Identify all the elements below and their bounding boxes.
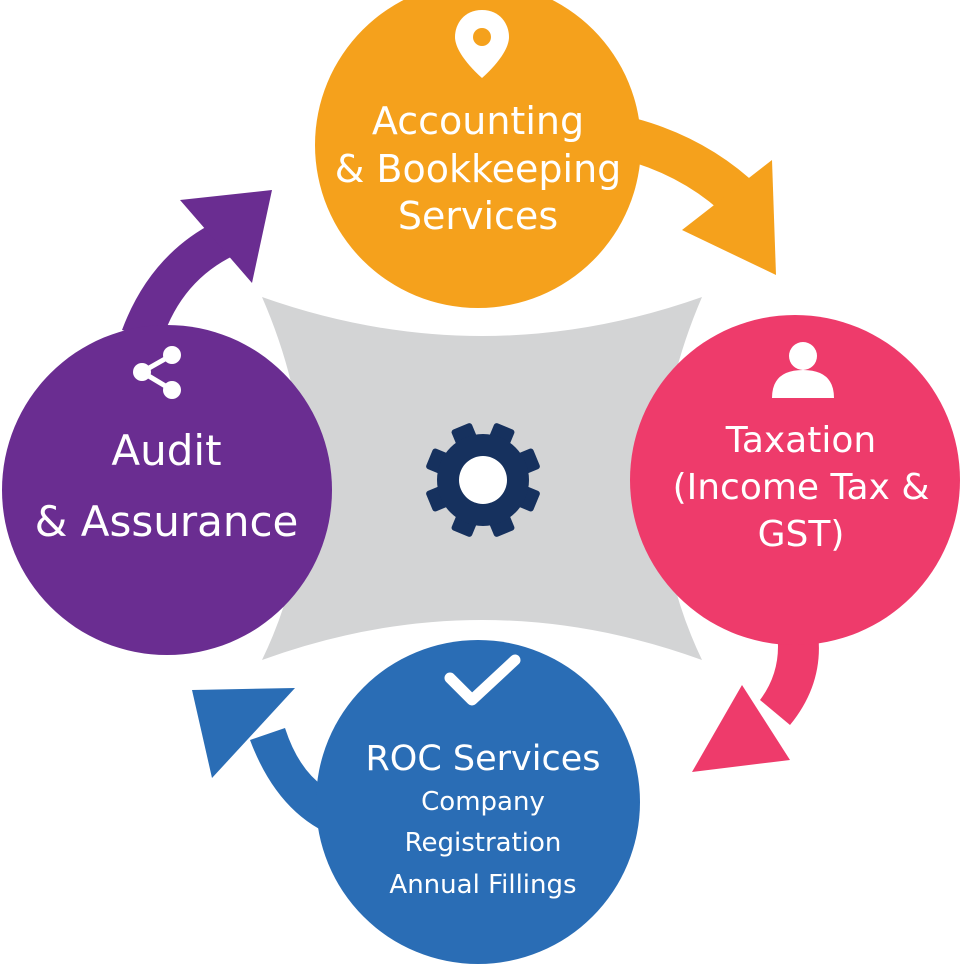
accounting-line-1: Accounting <box>371 99 585 143</box>
taxation-line-3: GST) <box>757 513 845 555</box>
accounting-line-3: Services <box>397 194 559 238</box>
user-icon <box>772 342 834 398</box>
taxation-circle <box>630 315 960 645</box>
taxation-label: Taxation (Income Tax & GST) <box>636 418 965 558</box>
arrow-audit-to-accounting <box>122 190 272 340</box>
taxation-line-1: Taxation <box>725 420 877 461</box>
share-icon <box>133 346 181 399</box>
accounting-label: Accounting & Bookkeeping Services <box>318 98 638 241</box>
audit-line-2: & Assurance <box>34 497 299 547</box>
audit-circle <box>2 325 332 655</box>
roc-circle <box>316 640 640 964</box>
checkmark-icon <box>444 654 521 706</box>
taxation-line-2: (Income Tax & <box>672 466 930 508</box>
audit-label: Audit & Assurance <box>4 415 329 558</box>
roc-line-1: Company <box>421 786 545 817</box>
audit-line-1: Audit <box>111 426 222 475</box>
accounting-line-2: & Bookkeeping <box>334 146 622 191</box>
location-pin-icon <box>455 10 509 78</box>
roc-line-2: Registration <box>404 828 562 859</box>
arrow-accounting-to-taxation <box>604 113 776 275</box>
accounting-circle <box>315 0 641 308</box>
roc-title: ROC Services <box>365 739 601 779</box>
roc-line-3: Annual Fillings <box>389 869 577 900</box>
gear-icon <box>426 423 540 537</box>
roc-label: ROC Services Company Registration Annual… <box>318 738 648 907</box>
